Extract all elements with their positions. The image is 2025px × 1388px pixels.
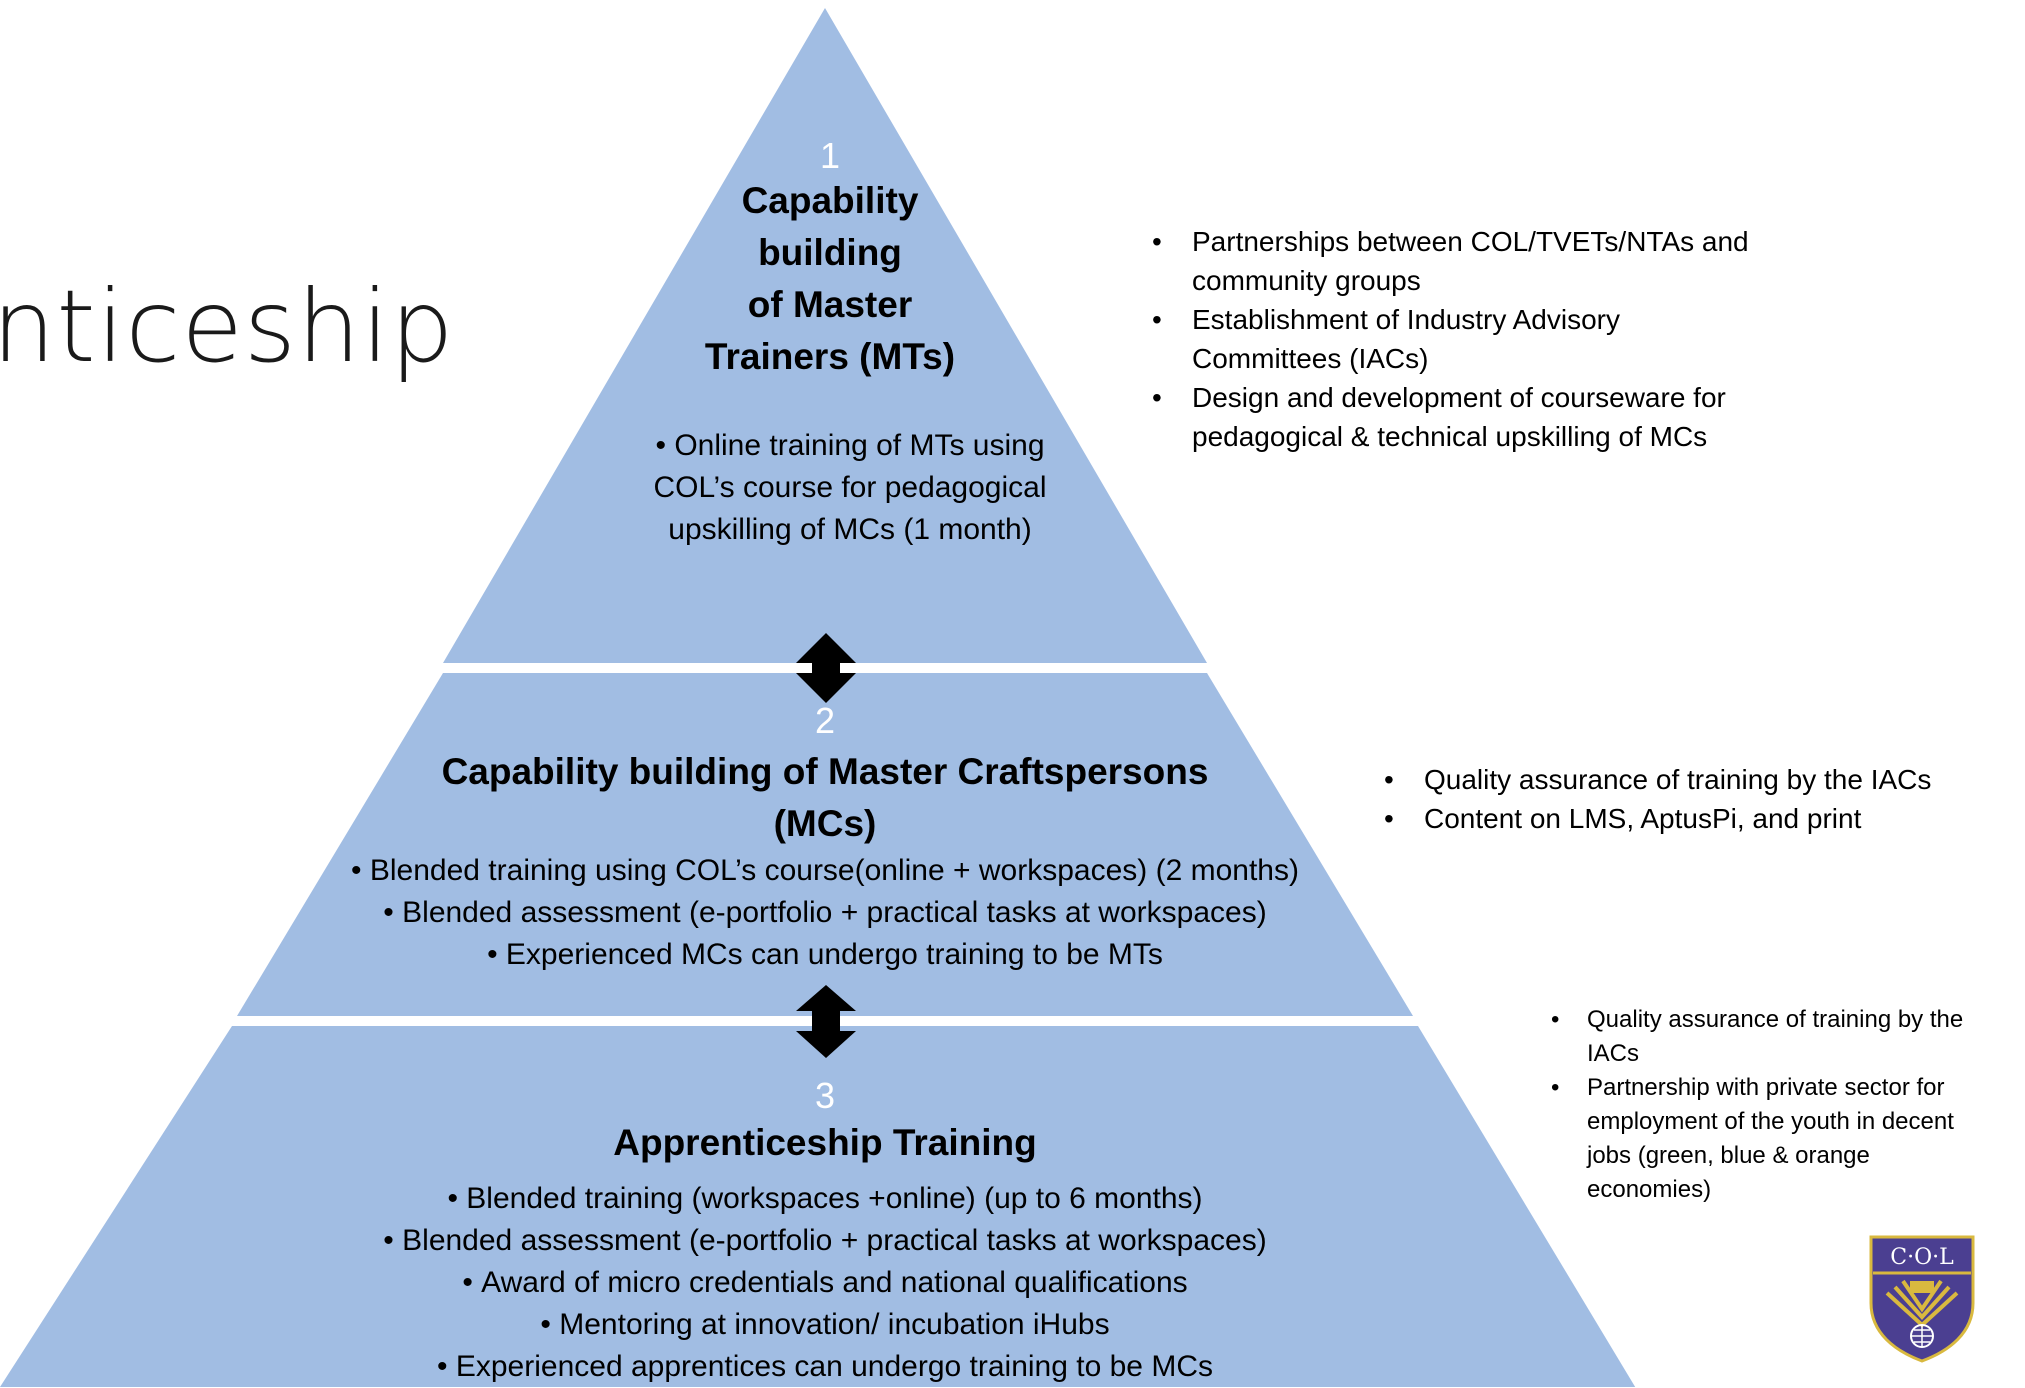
tier-title: Apprenticeship Training bbox=[300, 1117, 1350, 1169]
list-item: Establishment of Industry Advisory Commi… bbox=[1148, 300, 1788, 378]
side-note-3: Quality assurance of training by the IAC… bbox=[1547, 1003, 2025, 1207]
list-item-line: IACs bbox=[1587, 1040, 1640, 1067]
tier-bullets: Blended training using COL’s course(onli… bbox=[300, 850, 1350, 976]
list-item: Design and development of courseware for… bbox=[1148, 378, 1788, 456]
list-item-line: Content on LMS, AptusPi, and print bbox=[1424, 803, 1862, 834]
side-note-1: Partnerships between COL/TVETs/NTAs and … bbox=[1148, 222, 1788, 456]
tier-1: 1 Capability building of Master Trainers… bbox=[600, 135, 1060, 383]
list-item-line: Quality assurance of training by the bbox=[1587, 1006, 1964, 1033]
page-title: nticeship bbox=[0, 268, 455, 385]
side-note-2: Quality assurance of training by the IAC… bbox=[1380, 760, 2020, 838]
list-item-line: Partnerships between COL/TVETs/NTAs and bbox=[1192, 226, 1749, 257]
bidirectional-arrow-icon bbox=[796, 633, 856, 703]
list-item: Experienced apprentices can undergo trai… bbox=[300, 1346, 1350, 1388]
list-item: Experienced MCs can undergo training to … bbox=[300, 934, 1350, 976]
list-item-line: jobs (green, blue & orange bbox=[1587, 1142, 1870, 1169]
tier-2: 2 Capability building of Master Craftspe… bbox=[300, 700, 1350, 976]
list-item-line: economies) bbox=[1587, 1176, 1712, 1203]
list-item: Mentoring at innovation/ incubation iHub… bbox=[300, 1304, 1350, 1346]
col-logo-shield-icon: C·O·L bbox=[1869, 1235, 1975, 1363]
list-item-line: pedagogical & technical upskilling of MC… bbox=[1192, 421, 1708, 452]
list-item: Blended training (workspaces +online) (u… bbox=[300, 1178, 1350, 1220]
list-item-line: employment of the youth in decent bbox=[1587, 1108, 1954, 1135]
tier-3: 3 Apprenticeship Training Blended traini… bbox=[300, 1075, 1350, 1388]
list-item: • Online training of MTs using bbox=[655, 429, 1045, 462]
list-item: Partnership with private sector for empl… bbox=[1547, 1071, 2025, 1207]
list-item-line: community groups bbox=[1192, 265, 1421, 296]
pyramid-tier-1-shape bbox=[443, 8, 1207, 663]
bidirectional-arrow-icon bbox=[796, 985, 856, 1058]
logo-text: C·O·L bbox=[1890, 1245, 1954, 1270]
tier-title-line: of Master bbox=[747, 284, 913, 325]
tier-title-line: Capability bbox=[741, 180, 919, 221]
tier-title-line: (MCs) bbox=[773, 803, 877, 844]
list-item: Blended assessment (e-portfolio + practi… bbox=[300, 1220, 1350, 1262]
list-item-line: Partnership with private sector for bbox=[1587, 1074, 1945, 1101]
tier-number: 1 bbox=[819, 135, 841, 176]
list-item: Blended training using COL’s course(onli… bbox=[300, 850, 1350, 892]
tier-1-bullets: • Online training of MTs using COL’s cou… bbox=[580, 425, 1120, 551]
tier-title-line: Apprenticeship Training bbox=[613, 1122, 1037, 1163]
tier-bullets: Blended training (workspaces +online) (u… bbox=[300, 1178, 1350, 1388]
list-item-line: Committees (IACs) bbox=[1192, 343, 1429, 374]
tier-title-line: Trainers (MTs) bbox=[704, 336, 956, 377]
tier-title-line: building bbox=[758, 232, 902, 273]
list-item: Award of micro credentials and national … bbox=[300, 1262, 1350, 1304]
list-item: Quality assurance of training by the IAC… bbox=[1380, 760, 2020, 799]
list-item: upskilling of MCs (1 month) bbox=[668, 513, 1032, 546]
list-item-line: Establishment of Industry Advisory bbox=[1192, 304, 1620, 335]
list-item: COL’s course for pedagogical bbox=[653, 471, 1047, 504]
list-item-line: Quality assurance of training by the IAC… bbox=[1424, 764, 1932, 795]
list-item-line: Design and development of courseware for bbox=[1192, 382, 1726, 413]
tier-number: 3 bbox=[814, 1075, 836, 1116]
list-item-text: Online training of MTs using bbox=[674, 429, 1045, 462]
list-item: Content on LMS, AptusPi, and print bbox=[1380, 799, 2020, 838]
list-item: Quality assurance of training by the IAC… bbox=[1547, 1003, 2025, 1071]
tier-title: Capability building of Master Craftspers… bbox=[300, 746, 1350, 850]
tier-title-line: Capability building of Master Craftspers… bbox=[441, 751, 1209, 792]
list-item: Blended assessment (e-portfolio + practi… bbox=[300, 892, 1350, 934]
list-item: Partnerships between COL/TVETs/NTAs and … bbox=[1148, 222, 1788, 300]
tier-number: 2 bbox=[814, 700, 836, 741]
tier-title: Capability building of Master Trainers (… bbox=[600, 175, 1060, 383]
